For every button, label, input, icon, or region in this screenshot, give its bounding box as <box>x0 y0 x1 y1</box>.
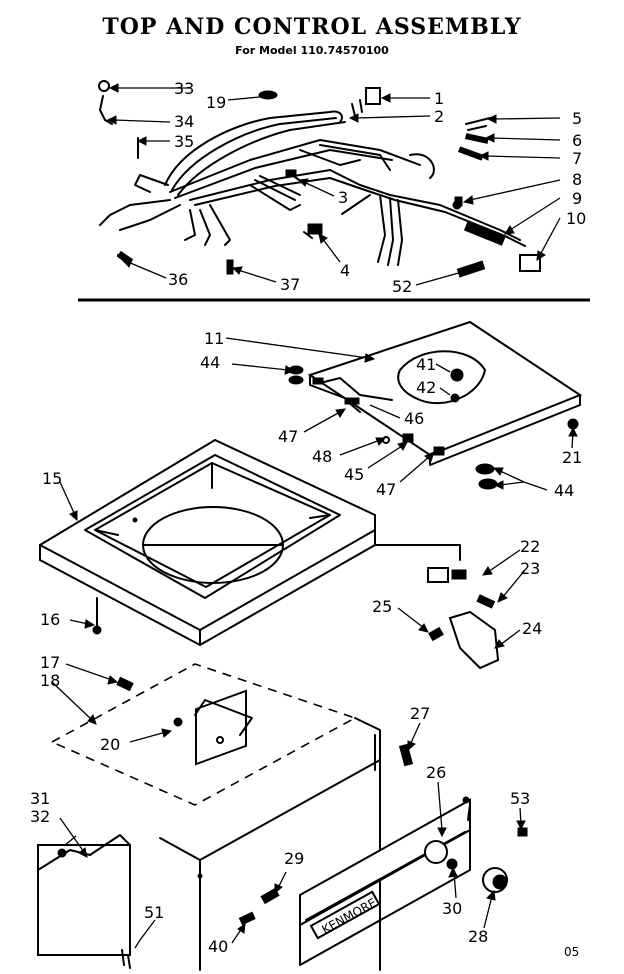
callout-19: 19 <box>206 93 226 112</box>
callout-6: 6 <box>572 131 582 150</box>
callout-11: 11 <box>204 329 224 348</box>
callout-10: 10 <box>566 209 586 228</box>
callout-35: 35 <box>174 132 194 151</box>
callout-48: 48 <box>312 447 332 466</box>
lower-leader-arrows <box>51 663 526 949</box>
callout-22: 22 <box>520 537 540 556</box>
callout-52: 52 <box>392 277 412 296</box>
callout-4: 4 <box>340 261 350 280</box>
callout-15: 15 <box>42 469 62 488</box>
console-housing <box>288 320 583 490</box>
callout-53: 53 <box>510 789 530 808</box>
callout-9: 9 <box>572 189 582 208</box>
callout-46: 46 <box>404 409 424 428</box>
callout-31: 31 <box>30 789 50 808</box>
callout-24: 24 <box>522 619 542 638</box>
callout-3: 3 <box>338 188 348 207</box>
callout-45: 45 <box>344 465 364 484</box>
console-leader-arrows <box>225 337 578 491</box>
callout-36: 36 <box>168 270 188 289</box>
callout-47-left: 47 <box>278 427 298 446</box>
callout-21: 21 <box>562 448 582 467</box>
callout-44-left: 44 <box>200 353 220 372</box>
callout-42: 42 <box>416 378 436 397</box>
upper-leader-arrows <box>106 83 561 286</box>
callout-26: 26 <box>426 763 446 782</box>
callout-numbers: 33 19 34 35 1 2 5 6 7 8 9 10 3 4 36 37 5… <box>30 79 586 959</box>
cabinet-and-panel: KENMORE <box>37 663 528 971</box>
model-subtitle: For Model 110.74570100 <box>235 44 389 57</box>
diagram-title: TOP AND CONTROL ASSEMBLY <box>102 14 522 40</box>
callout-34: 34 <box>174 112 194 131</box>
callout-33: 33 <box>174 79 194 98</box>
callout-1: 1 <box>434 89 444 108</box>
callout-51: 51 <box>144 903 164 922</box>
callout-23: 23 <box>520 559 540 578</box>
frame-leader-arrows <box>59 481 526 649</box>
callout-40: 40 <box>208 937 228 956</box>
washer-top-frame <box>39 438 500 670</box>
callout-5: 5 <box>572 109 582 128</box>
callout-2: 2 <box>434 107 444 126</box>
callout-25: 25 <box>372 597 392 616</box>
callout-16: 16 <box>40 610 60 629</box>
callout-41: 41 <box>416 355 436 374</box>
callout-8: 8 <box>572 170 582 189</box>
callout-44-right: 44 <box>554 481 574 500</box>
callout-30: 30 <box>442 899 462 918</box>
page-code: 05 <box>564 945 579 959</box>
callout-27: 27 <box>410 704 430 723</box>
callout-28: 28 <box>468 927 488 946</box>
callout-7: 7 <box>572 149 582 168</box>
callout-17: 17 <box>40 653 60 672</box>
callout-29: 29 <box>284 849 304 868</box>
callout-47-right: 47 <box>376 480 396 499</box>
callout-37: 37 <box>280 275 300 294</box>
wiring-harness <box>98 80 541 278</box>
callout-18: 18 <box>40 671 60 690</box>
callout-20: 20 <box>100 735 120 754</box>
callout-32: 32 <box>30 807 50 826</box>
